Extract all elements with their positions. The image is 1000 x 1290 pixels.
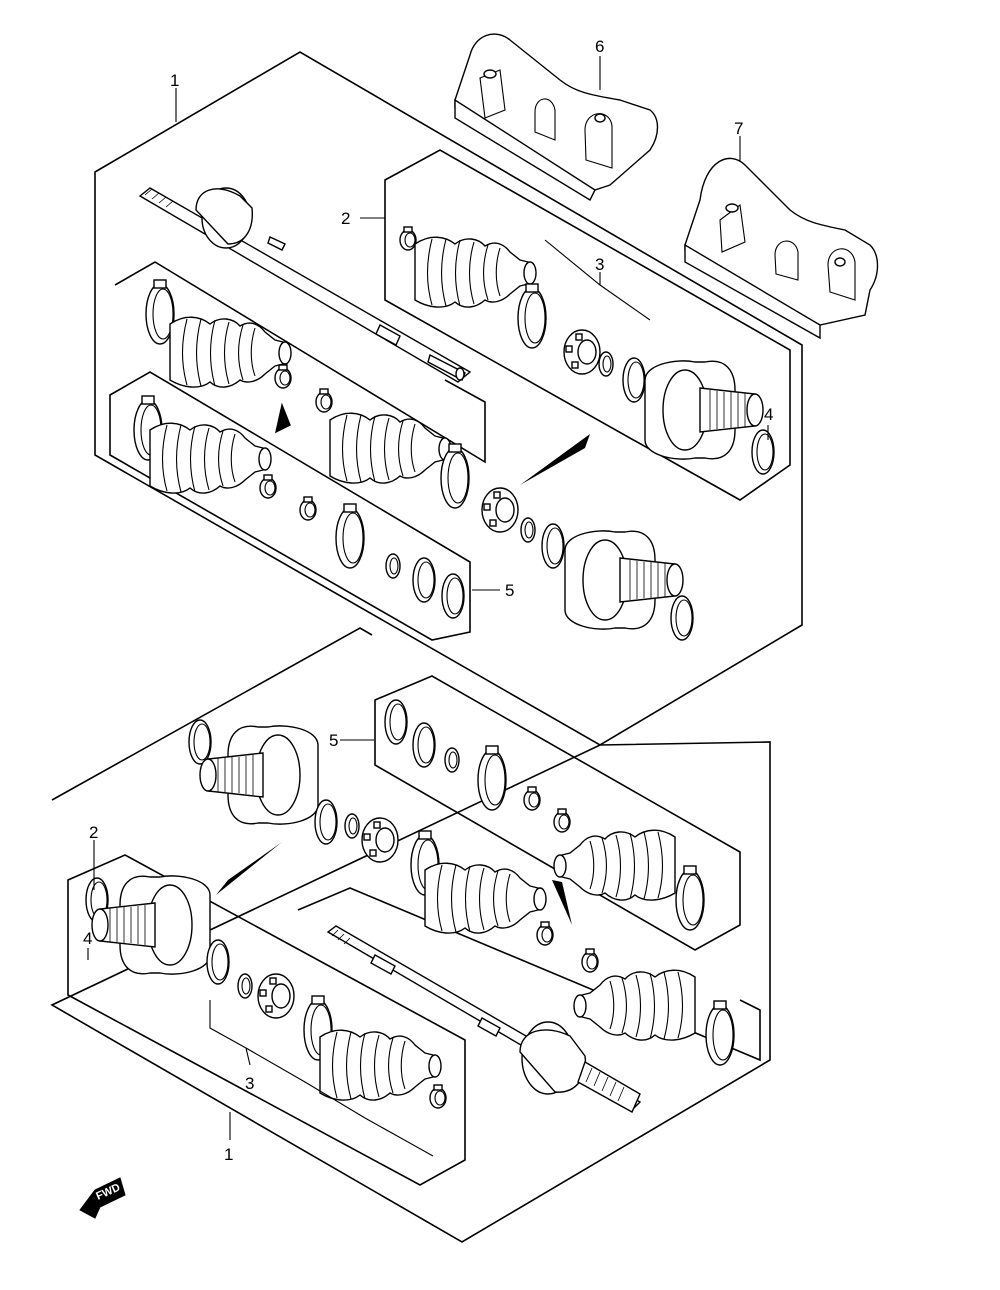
upper-outer-cage [563,329,601,375]
upper-small-ring [520,517,536,543]
forward-badge: FWD [79,1177,126,1219]
callout-plate-right: 7 [734,119,743,138]
lower-assembly-group: 5 2 4 3 1 [50,627,771,1243]
callout-lower-outer-kit: 2 [89,823,98,842]
lower-kit-ring [444,747,460,773]
plate-left [454,33,659,201]
upper-assembly-group: 1 2 3 4 5 [94,51,803,746]
callout-lower-assembly: 1 [224,1145,233,1164]
upper-outer-housing [644,360,764,460]
callout-upper-clip: 3 [595,255,604,274]
lower-kit-snap-2 [412,722,436,768]
upper-snap-ring [541,523,565,569]
upper-arrow-marker-1 [274,402,291,434]
upper-inner-ring [385,553,401,579]
upper-boot-inner [169,316,292,388]
upper-clip-small [274,364,292,389]
lower-kit-boot [553,829,676,901]
callout-lower-ring: 4 [83,929,92,948]
lower-outer-snap-2 [206,939,230,985]
lower-shaft-clip [581,948,599,973]
upper-bearing-cage [481,487,519,533]
lower-mid-boot [424,862,547,934]
callout-plate-left: 6 [595,37,604,56]
upper-outer-band [517,283,547,349]
upper-frame [94,51,803,746]
upper-inner-clip [259,474,277,499]
upper-boot-kit-frame [114,261,486,464]
upper-boot-outer [329,412,452,484]
upper-inner-kit-frame [109,371,471,641]
lower-snap-ring [314,799,338,845]
upper-inner-band-2 [335,503,365,569]
lower-arrow-marker-2 [552,880,572,925]
lower-kit-clip [523,786,541,811]
upper-inner-clip-2 [299,496,317,521]
upper-outer-snap [622,357,646,403]
upper-clip-small-2 [315,388,333,413]
callout-lower-inner-kit: 5 [329,731,338,750]
upper-outer-boot [414,236,537,308]
lower-arrow-marker-1 [216,842,282,895]
lower-top-snap [188,719,212,765]
upper-inner-snap [412,557,436,603]
lower-inner-housing [199,725,319,825]
lower-bearing-cage [361,817,399,863]
upper-outer-clip [399,226,417,251]
upper-outer-kit-frame [384,149,791,501]
lower-boot-kit-frame [297,887,761,1062]
upper-outer-small-ring [598,351,614,377]
lower-kit-band [477,745,507,811]
lower-kit-band-2 [675,865,705,931]
lower-outer-small-ring [237,973,253,999]
lower-mid-clip [536,921,554,946]
lower-inner-kit-frame [374,675,741,951]
lower-kit-snap-1 [384,699,408,745]
arrow-left-icon [79,1177,126,1219]
lower-outer-housing [91,875,211,975]
lower-outer-cage [257,973,295,1019]
callout-upper-assembly: 1 [170,71,179,90]
lower-small-ring [344,813,360,839]
callout-upper-inner-kit: 5 [505,581,514,600]
lower-kit-clip-2 [553,808,571,833]
upper-inner-snap-2 [441,573,465,619]
callout-lower-clip: 3 [245,1074,254,1093]
upper-end-snap [670,595,694,641]
plate-right [684,157,879,340]
upper-inner-housing [564,530,684,630]
lower-outer-clip [429,1084,447,1109]
lower-axle-shaft [326,925,642,1113]
lower-shaft-boot [573,969,696,1041]
lower-outer-boot [319,1029,442,1101]
lower-shaft-band [705,1000,735,1066]
callout-upper-ring: 4 [764,405,773,424]
lower-outer-kit-frame [67,854,466,1186]
upper-arrow-marker-2 [520,434,590,485]
upper-outer-end-ring [751,429,775,475]
upper-axle-shaft [138,187,472,383]
callout-upper-outer-kit: 2 [341,209,350,228]
